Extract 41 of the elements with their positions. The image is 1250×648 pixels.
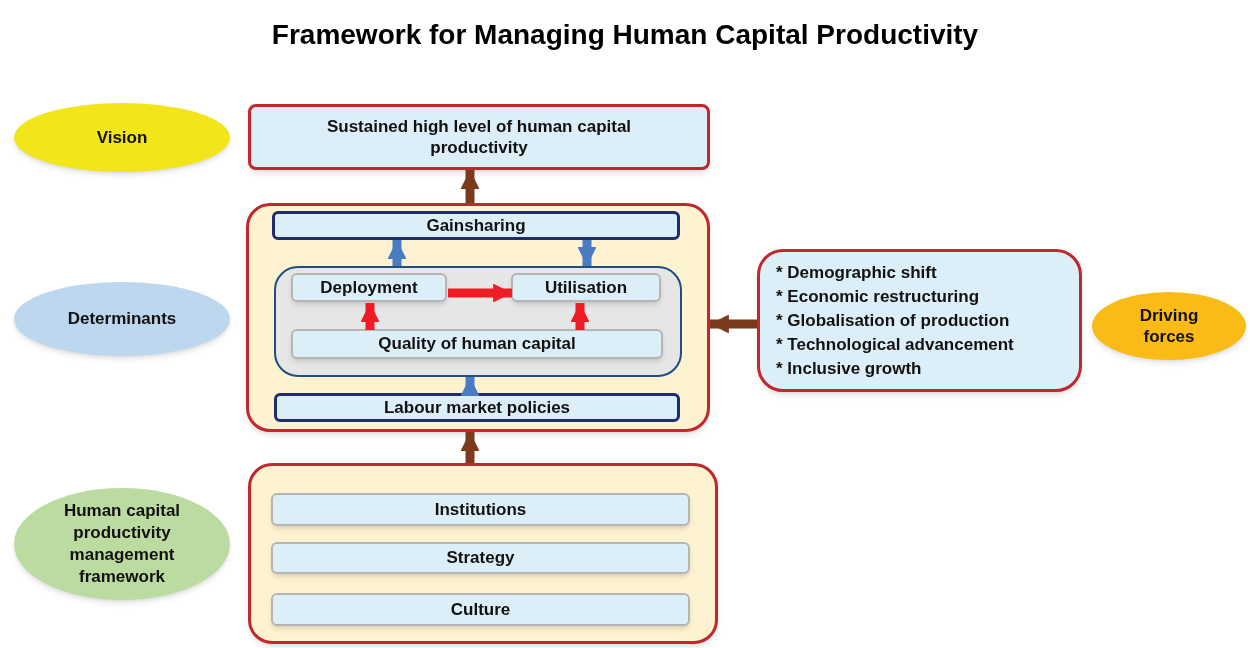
node-text: * Inclusive growth [776, 357, 923, 380]
block-arrow [570, 303, 590, 330]
node-text: Driving forces [1138, 304, 1200, 348]
process-box [291, 273, 447, 302]
list-box [757, 249, 1082, 392]
node-text: * Technological advancement [776, 333, 1015, 356]
node-text: Culture [450, 598, 511, 621]
process-box [271, 593, 690, 626]
group-panel [248, 463, 718, 644]
process-box [511, 273, 661, 302]
node-text: Deployment [320, 276, 418, 299]
process-box [271, 542, 690, 574]
node-text: Utilisation [544, 276, 628, 299]
block-arrow [360, 303, 380, 330]
process-box [291, 329, 663, 359]
block-arrow [577, 240, 597, 266]
group-panel [274, 266, 682, 377]
node-text: Vision [96, 126, 148, 149]
vision-box [248, 104, 710, 170]
node-text: Institutions [434, 498, 527, 521]
node-text: Labour market policies [383, 396, 571, 419]
block-arrow [387, 240, 407, 266]
block-arrow [448, 283, 512, 303]
process-box [271, 493, 690, 526]
node-text: * Demographic shift [776, 261, 938, 284]
node-text: Strategy [446, 547, 515, 570]
node-text: Gainsharing [426, 214, 526, 237]
block-arrow [460, 170, 480, 203]
node-text: Human capital productivity management framework [62, 500, 182, 588]
process-box [274, 393, 680, 422]
node-text: Determinants [67, 308, 177, 331]
block-arrow [460, 432, 480, 463]
block-arrow [460, 377, 480, 396]
process-box [272, 211, 680, 240]
block-arrow [710, 314, 757, 334]
node-text: Quality of human capital [378, 333, 576, 356]
diagram-title: Framework for Managing Human Capital Productivity [270, 18, 980, 52]
node-text: Sustained high level of human capital productivity [325, 115, 633, 159]
node-text: * Economic restructuring [776, 285, 981, 308]
group-panel [246, 203, 710, 432]
node-text: * Globalisation of production [776, 309, 1011, 332]
